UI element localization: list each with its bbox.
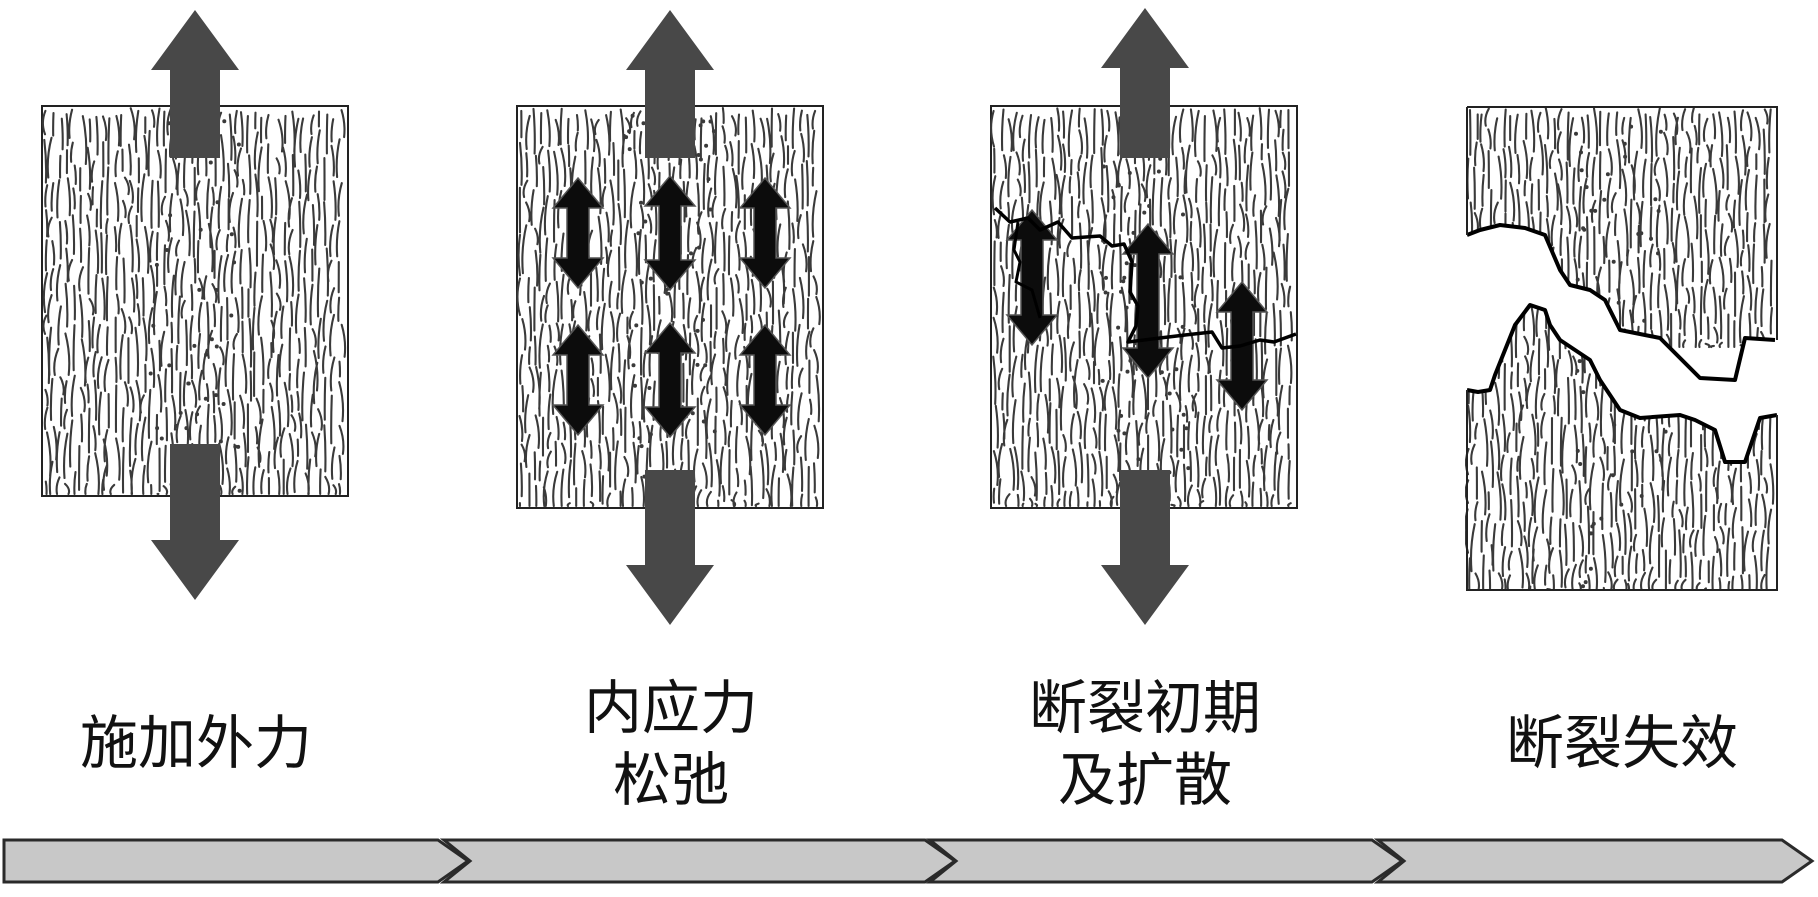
stage-2-panel — [517, 10, 823, 625]
fiber-texture — [1465, 300, 1773, 590]
stage-3-panel — [991, 8, 1297, 625]
process-timeline — [4, 840, 1812, 882]
stage-label-2: 内应力 松弛 — [521, 672, 821, 816]
stage-4-panel — [1465, 107, 1777, 590]
timeline-chevron-icon — [930, 840, 1402, 882]
timeline-chevron-icon — [1378, 840, 1812, 882]
fracture-upper-edge — [1467, 225, 1775, 380]
stage-label-3: 断裂初期 及扩散 — [995, 672, 1295, 816]
timeline-chevron-icon — [4, 840, 468, 882]
stage-label-1: 施加外力 — [46, 707, 346, 779]
stage-1-panel — [42, 10, 348, 600]
fragment-outline — [1467, 107, 1777, 590]
timeline-chevron-icon — [444, 840, 955, 882]
stage-label-4: 断裂失效 — [1472, 707, 1772, 779]
